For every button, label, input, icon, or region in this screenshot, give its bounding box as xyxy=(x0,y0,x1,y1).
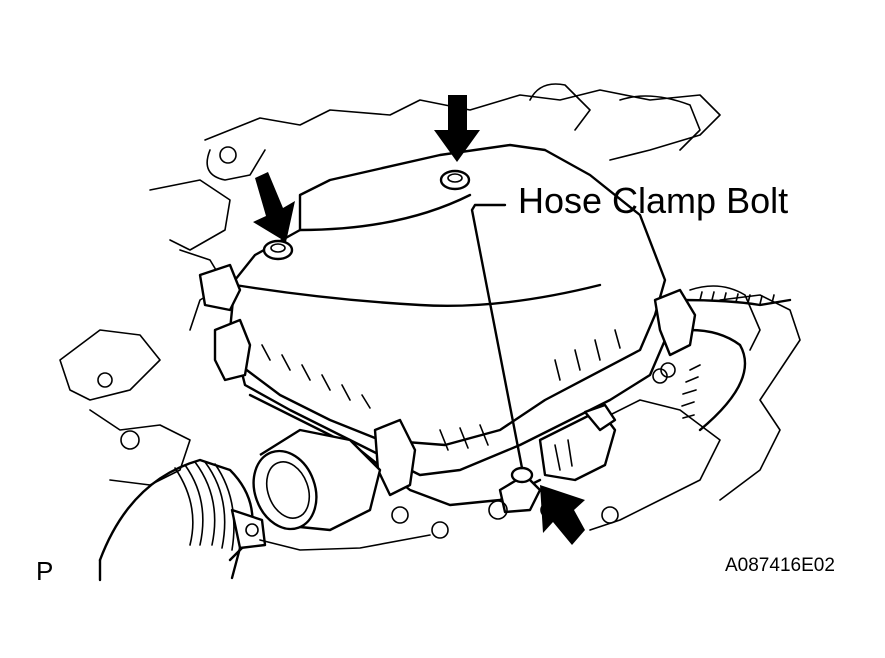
engine-background-parts xyxy=(59,83,801,531)
intake-outlet-pipe xyxy=(252,428,382,532)
air-intake-duct xyxy=(98,458,431,582)
corrugated-hose xyxy=(678,291,792,432)
hose-clamp-bolt xyxy=(431,466,556,539)
view-marker: P xyxy=(36,556,54,586)
hose-clamp-bolt-arrow xyxy=(540,485,585,545)
mass-air-flow-sensor-connector xyxy=(538,403,617,482)
top-bolt-arrow xyxy=(434,95,480,162)
left-bolt-arrow xyxy=(253,172,295,242)
hose-clamp-bolt-label: Hose Clamp Bolt xyxy=(518,180,789,221)
figure-code: A087416E02 xyxy=(725,555,835,576)
air-cleaner-housing xyxy=(198,143,697,524)
callout-leader-line xyxy=(470,203,524,470)
